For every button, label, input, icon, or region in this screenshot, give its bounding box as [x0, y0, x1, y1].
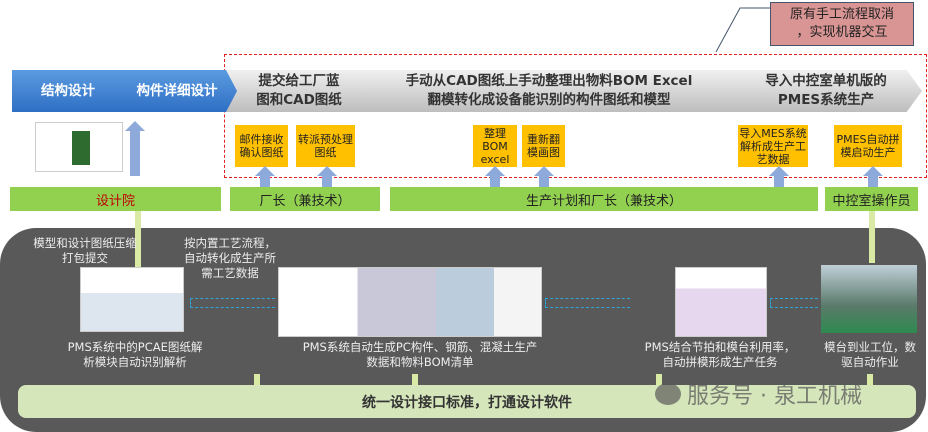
caption-convert: 按内置工艺流程，自动转化成生产所需工艺数据 — [184, 236, 276, 280]
step-label: 结构设计 — [41, 82, 95, 99]
task-box: PMES自动拼模启动生产 — [834, 125, 902, 167]
step-label: 构件详细设计 — [136, 82, 218, 99]
factory-photo — [821, 265, 917, 333]
arrow-up-icon — [485, 166, 505, 187]
step-label: 提交给工厂蓝图和CAD图纸 — [256, 73, 342, 108]
callout-box: 原有手工流程取消 ，实现机器交互 — [770, 2, 914, 46]
arrow-up-icon — [534, 166, 554, 187]
wechat-icon — [655, 383, 681, 405]
callout-line: ，实现机器交互 — [796, 25, 888, 40]
task-box: 导入MES系统解析成生产工艺数据 — [738, 125, 808, 167]
step-structure-design: 结构设计 — [12, 70, 124, 112]
arrow-up-icon — [254, 374, 260, 385]
dashed-arrow-icon — [770, 298, 818, 308]
caption-generate: PMS系统自动生成PC构件、钢筋、混凝土生产数据和物料BOM清单 — [302, 340, 538, 369]
arrow-up-icon — [255, 166, 275, 187]
step-manual-bom: 手动从CAD图纸上手动整理出物料BOM Excel 翻模转化成设备能识别的构件图纸… — [352, 70, 746, 112]
arrow-up-icon — [317, 166, 337, 187]
task-box: 重新翻模画图 — [522, 125, 565, 167]
role-production-planning: 生产计划和厂长（兼技术） — [390, 187, 818, 211]
step-import-pmes: 导入中控室单机版的PMES系统生产 — [730, 70, 922, 112]
arrow-up-icon — [867, 374, 873, 385]
callout-line: 原有手工流程取消 — [789, 7, 894, 22]
standard-label: 统一设计接口标准，打通设计软件 — [362, 394, 572, 411]
arrow-up-icon — [769, 166, 789, 187]
pcae-screenshot — [80, 267, 184, 332]
watermark: 服务号 · 泉工机械 — [655, 378, 862, 410]
pc-component-drawings — [278, 267, 542, 337]
step-submit-drawings: 提交给工厂蓝图和CAD图纸 — [226, 70, 364, 112]
caption-parse: PMS系统中的PCAE图纸解析模块自动识别解析 — [67, 340, 203, 369]
dashed-arrow-icon — [190, 298, 275, 308]
role-control-operator: 中控室操作员 — [825, 187, 918, 211]
watermark-text: 服务号 · 泉工机械 — [687, 384, 862, 409]
arrow-up-icon — [412, 374, 418, 385]
task-box: 整理BOM excel — [473, 125, 517, 167]
task-box: 转派预处理图纸 — [296, 125, 355, 167]
step-detail-design: 构件详细设计 — [110, 70, 238, 112]
connector-line — [869, 211, 875, 263]
arrow-up-icon — [125, 121, 145, 176]
task-box: 邮件接收确认图纸 — [235, 125, 288, 167]
step-label: 翻模转化成设备能识别的构件图纸和模型 — [427, 92, 671, 108]
caption-upload: 模型和设计图纸压缩打包提交 — [33, 236, 137, 265]
connector-line — [135, 211, 141, 267]
arrow-up-icon — [863, 166, 883, 187]
callout-leader — [715, 7, 770, 53]
step-label: 导入中控室单机版的PMES系统生产 — [765, 73, 887, 108]
manual-process-region — [224, 54, 927, 178]
role-design-institute: 设计院 — [10, 187, 221, 211]
scheduling-screenshot — [675, 267, 767, 337]
dashed-arrow-icon — [545, 298, 630, 308]
caption-schedule: PMS结合节拍和模台利用率，自动拼模形成生产任务 — [644, 340, 796, 369]
arrow-up-icon — [656, 374, 662, 385]
design-interface-standard-bar: 统一设计接口标准，打通设计软件 — [18, 385, 916, 418]
role-factory-manager: 厂长（兼技术） — [230, 187, 380, 211]
step-label: 手动从CAD图纸上手动整理出物料BOM Excel — [405, 73, 693, 89]
cad-model-thumbnail — [35, 122, 123, 172]
caption-station: 模台到业工位，数驱自动作业 — [824, 340, 916, 369]
